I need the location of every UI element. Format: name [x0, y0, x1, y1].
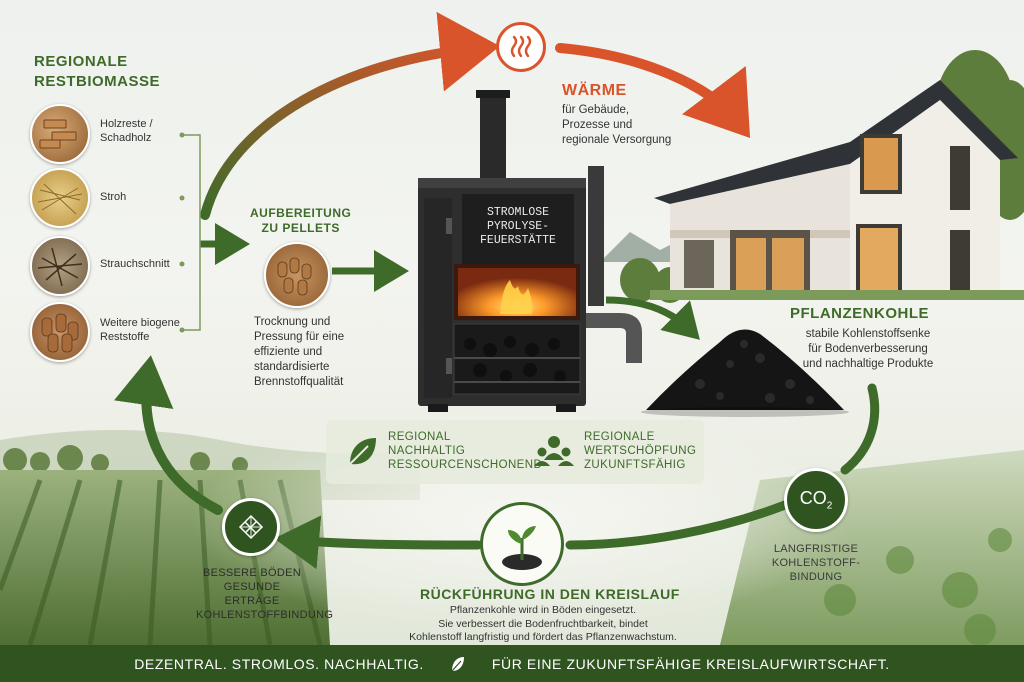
pyrolysis-stove-illustration — [418, 90, 642, 412]
source-item-4-line1: Weitere biogene — [100, 317, 180, 329]
heat-icon — [496, 22, 546, 72]
benefits-left-line2: NACHHALTIG — [388, 445, 466, 457]
biochar-title: PFLANZENKOHLE — [790, 305, 929, 322]
pellets-title-line2: ZU PELLETS — [261, 221, 340, 235]
footer-right-text: FÜR EINE ZUKUNFTSFÄHIGE KREISLAUFWIRTSCH… — [491, 655, 890, 672]
return-description: Pflanzenkohle wird in Böden eingesetzt. … — [408, 604, 678, 645]
house-illustration — [650, 80, 1024, 300]
biochar-pile-illustration — [641, 329, 849, 417]
footer-left-text: DEZENTRAL. STROMLOS. NACHHALTIG. — [134, 655, 424, 672]
biochar-desc-line2: für Bodenverbesserung — [808, 343, 928, 355]
pellets-image — [264, 242, 330, 308]
footer-leaf-icon — [451, 656, 464, 671]
soils-label-line2: GESUNDE ERTRÄGE — [223, 581, 281, 607]
benefits-left: REGIONAL NACHHALTIG RESSOURCENSCHONEND — [388, 430, 542, 472]
co2-label: LANGFRISTIGE KOHLENSTOFF- BINDUNG — [766, 542, 866, 584]
source-item-3-line1: Strauchschnitt — [100, 258, 170, 270]
benefits-right-line1: REGIONALE — [584, 431, 655, 443]
source-item-4-line2: Reststoffe — [100, 331, 150, 343]
co2-label-line3: BINDUNG — [789, 571, 843, 583]
benefits-left-line1: REGIONAL — [388, 431, 451, 443]
co2-subscript: 2 — [826, 500, 833, 512]
source-item-3: Strauchschnitt — [100, 257, 170, 271]
source-item-1-line2: Schadholz — [100, 132, 152, 144]
pellets-desc-line2: Pressung für eine — [254, 331, 345, 343]
return-desc-line2: Sie verbessert die Bodenfruchtbarkeit, b… — [438, 617, 648, 630]
soils-label-line3: KOHLENSTOFFBINDUNG — [196, 609, 334, 621]
soil-grid-icon — [222, 498, 280, 556]
return-desc-line1: Pflanzenkohle wird in Böden eingesetzt. — [449, 604, 637, 616]
pellets-title: AUFBEREITUNG ZU PELLETS — [250, 206, 351, 236]
wood-residue-image — [30, 104, 90, 164]
benefits-left-line3: RESSOURCENSCHONEND — [388, 459, 543, 471]
heat-desc-line3: regionale Versorgung — [562, 134, 672, 146]
leaf-icon — [342, 432, 382, 472]
heat-desc-line2: Prozesse und — [562, 119, 633, 131]
pellets-description: Trocknung und Pressung für eine effizien… — [254, 315, 344, 390]
footer-bar: DEZENTRAL. STROMLOS. NACHHALTIG. FÜR EIN… — [0, 645, 1024, 682]
co2-label-line2: KOHLENSTOFF- — [771, 557, 861, 569]
return-title: RÜCKFÜHRUNG IN DEN KREISLAUF — [420, 586, 680, 602]
co2-label-line1: LANGFRISTIGE — [773, 543, 859, 555]
straw-image — [30, 168, 90, 228]
sprout-icon — [480, 502, 564, 586]
biochar-desc-line3: und nachhaltige Produkte — [802, 358, 934, 370]
benefits-right-line3: ZUKUNFTSFÄHIG — [584, 459, 686, 471]
co2-symbol: CO2 — [800, 488, 833, 512]
benefits-right: REGIONALE WERTSCHÖPFUNG ZUKUNFTSFÄHIG — [584, 430, 696, 472]
pellets-desc-line5: Brennstoffqualität — [254, 376, 344, 388]
pellets-desc-line3: effiziente und — [254, 346, 323, 358]
stove-label-line2: PYROLYSE- — [486, 220, 550, 233]
stove-label-line3: FEUERSTÄTTE — [480, 234, 556, 247]
source-item-1: Holzreste / Schadholz — [100, 117, 153, 145]
source-item-4: Weitere biogene Reststoffe — [100, 316, 180, 344]
soils-label-line1: BESSERE BÖDEN — [202, 567, 302, 579]
soils-label: BESSERE BÖDEN GESUNDE ERTRÄGE KOHLENSTOF… — [196, 566, 334, 622]
source-title: REGIONALE RESTBIOMASSE — [34, 52, 160, 92]
benefits-panel: REGIONAL NACHHALTIG RESSOURCENSCHONEND R… — [326, 420, 704, 484]
benefits-right-line2: WERTSCHÖPFUNG — [584, 445, 697, 457]
heat-waves-icon — [510, 35, 532, 58]
shrub-cuttings-image — [30, 236, 90, 296]
stove-label: STROMLOSE PYROLYSE- FEUERSTÄTTE — [462, 206, 574, 248]
co2-icon: CO2 — [784, 468, 848, 532]
source-title-line1: REGIONALE — [34, 53, 128, 70]
heat-title: WÄRME — [562, 82, 627, 99]
heat-description: für Gebäude, Prozesse und regionale Vers… — [562, 103, 671, 148]
source-item-2: Stroh — [100, 190, 126, 204]
stove-label-line1: STROMLOSE — [486, 206, 550, 219]
return-desc-line3: Kohlenstoff langfristig und fördert das … — [409, 631, 677, 643]
community-icon — [534, 432, 574, 472]
co2-symbol-text: CO — [799, 488, 827, 509]
pellets-desc-line4: standardisierte — [254, 361, 330, 373]
pellets-desc-line1: Trocknung und — [254, 316, 331, 328]
source-item-2-line1: Stroh — [100, 191, 127, 203]
biochar-description: stabile Kohlenstoffsenke für Bodenverbes… — [788, 327, 948, 372]
source-title-line2: RESTBIOMASSE — [34, 73, 161, 90]
biochar-desc-line1: stabile Kohlenstoffsenke — [805, 328, 931, 340]
source-item-1-line1: Holzreste / — [100, 118, 153, 130]
pellets-title-line1: AUFBEREITUNG — [250, 206, 352, 220]
other-biogenic-image — [30, 302, 90, 362]
heat-desc-line1: für Gebäude, — [562, 104, 630, 116]
